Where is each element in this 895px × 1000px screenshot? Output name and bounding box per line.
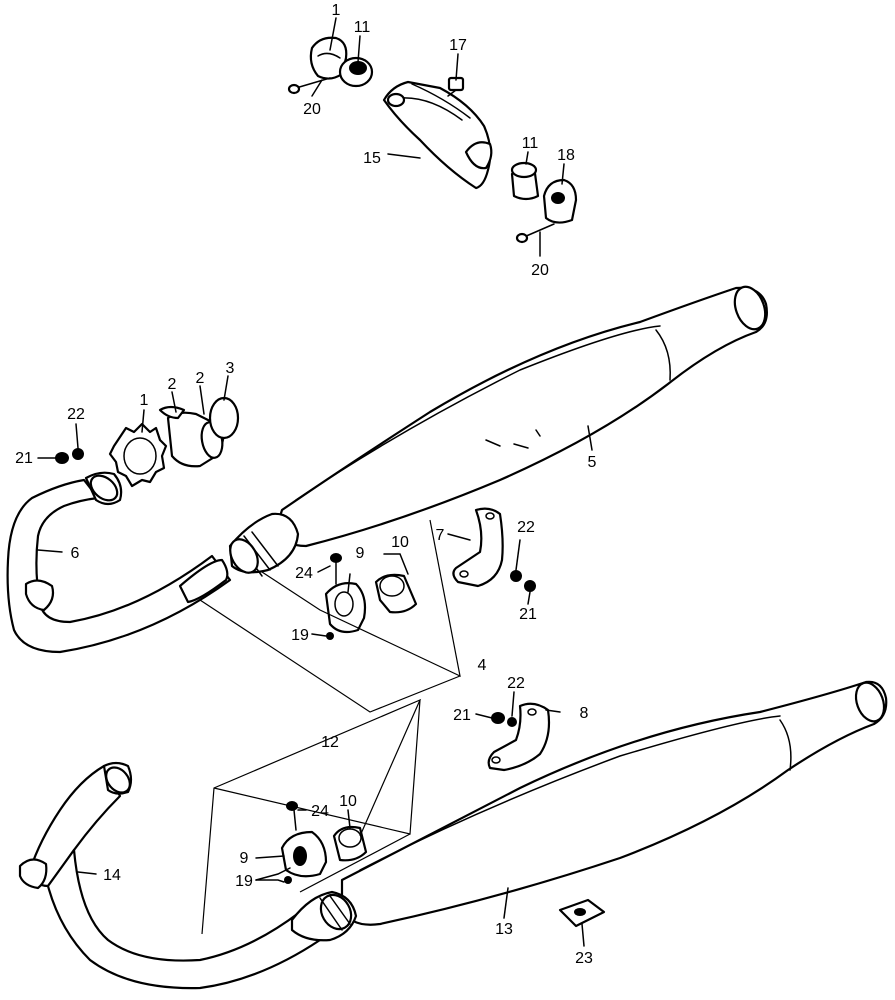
muffler-joint-tube-lower [290,890,358,942]
callout-18: 18 [557,147,575,164]
clamp-18 [542,178,578,224]
clamp-9-lower [280,830,328,878]
callout-12: 12 [321,734,339,751]
leader-lines [37,17,593,947]
bracket-8 [487,702,551,772]
callout-10-lower: 10 [339,793,357,810]
callout-19-upper: 19 [291,627,309,644]
callout-10-upper: 10 [391,534,409,551]
callout-21-lower: 21 [453,707,471,724]
callout-11-right: 11 [522,135,539,152]
sleeve-10-lower [332,825,368,862]
callout-2-b: 2 [196,370,205,387]
callout-8: 8 [580,705,589,722]
bolt-24-upper [330,553,342,585]
callout-1-top: 1 [332,2,341,19]
bracket-7 [452,507,504,588]
flange-1 [108,422,168,488]
sleeve-10-upper [374,573,418,614]
washer-22-lower [507,717,517,727]
callout-24-upper: 24 [295,565,313,582]
washer-22-left [72,448,84,460]
callout-23: 23 [575,950,593,967]
callout-15: 15 [363,150,381,167]
callout-6: 6 [71,545,80,562]
callout-3: 3 [226,360,235,377]
bolt-20-right [515,223,555,244]
callout-19-lower: 19 [235,873,253,890]
callout-9-upper: 9 [356,545,365,562]
exhaust-pipe-6 [6,471,232,654]
assembly-12-outline-c [299,833,411,893]
collar-11-right [510,161,540,201]
nut-21-lower [491,712,505,724]
callout-1-flange: 1 [140,392,149,409]
rubber-23 [558,898,606,928]
assembly-4-outline-b [261,519,461,678]
collar-2 [158,405,225,468]
callout-5: 5 [588,454,597,471]
nut-21-right [524,580,536,592]
muffler-13 [340,680,888,926]
callout-labels: 1 11 20 17 15 11 18 20 22 1 2 2 3 21 5 6… [15,2,596,967]
collar-11-top [338,56,374,88]
pipe-cover-assembly [287,36,578,244]
muffler-5 [274,285,768,548]
callout-22-right: 22 [517,519,535,536]
callout-22-left: 22 [67,406,85,423]
nut-19-upper [326,632,334,640]
callout-2-a: 2 [168,376,177,393]
callout-22-lower: 22 [507,675,525,692]
washer-22-right [510,570,522,582]
muffler-joint-tube [228,512,300,577]
exhaust-pipe-14 [18,761,322,990]
callout-17: 17 [449,37,467,54]
callout-11-top: 11 [354,19,371,36]
callout-13: 13 [495,921,513,938]
pipe-cover-15 [382,80,493,190]
bolt-20-top [287,77,331,95]
callout-24-lower: 24 [311,803,329,820]
lower-exhaust-system [18,680,888,990]
callout-20-top: 20 [303,101,321,118]
assembly-12-outline [201,698,422,935]
clamp-9-upper [324,582,367,634]
callout-7: 7 [436,527,445,544]
callout-21-left: 21 [15,450,33,467]
callout-20-right: 20 [531,262,549,279]
callout-21-right: 21 [519,606,537,623]
nut-19-lower [284,876,292,884]
nut-21-left [55,452,69,464]
assembly-4-outline [199,599,461,713]
callout-9-lower: 9 [240,850,249,867]
callout-4: 4 [478,657,487,674]
callout-14: 14 [103,867,121,884]
gasket-3 [208,396,240,440]
upper-exhaust-system [6,285,768,713]
